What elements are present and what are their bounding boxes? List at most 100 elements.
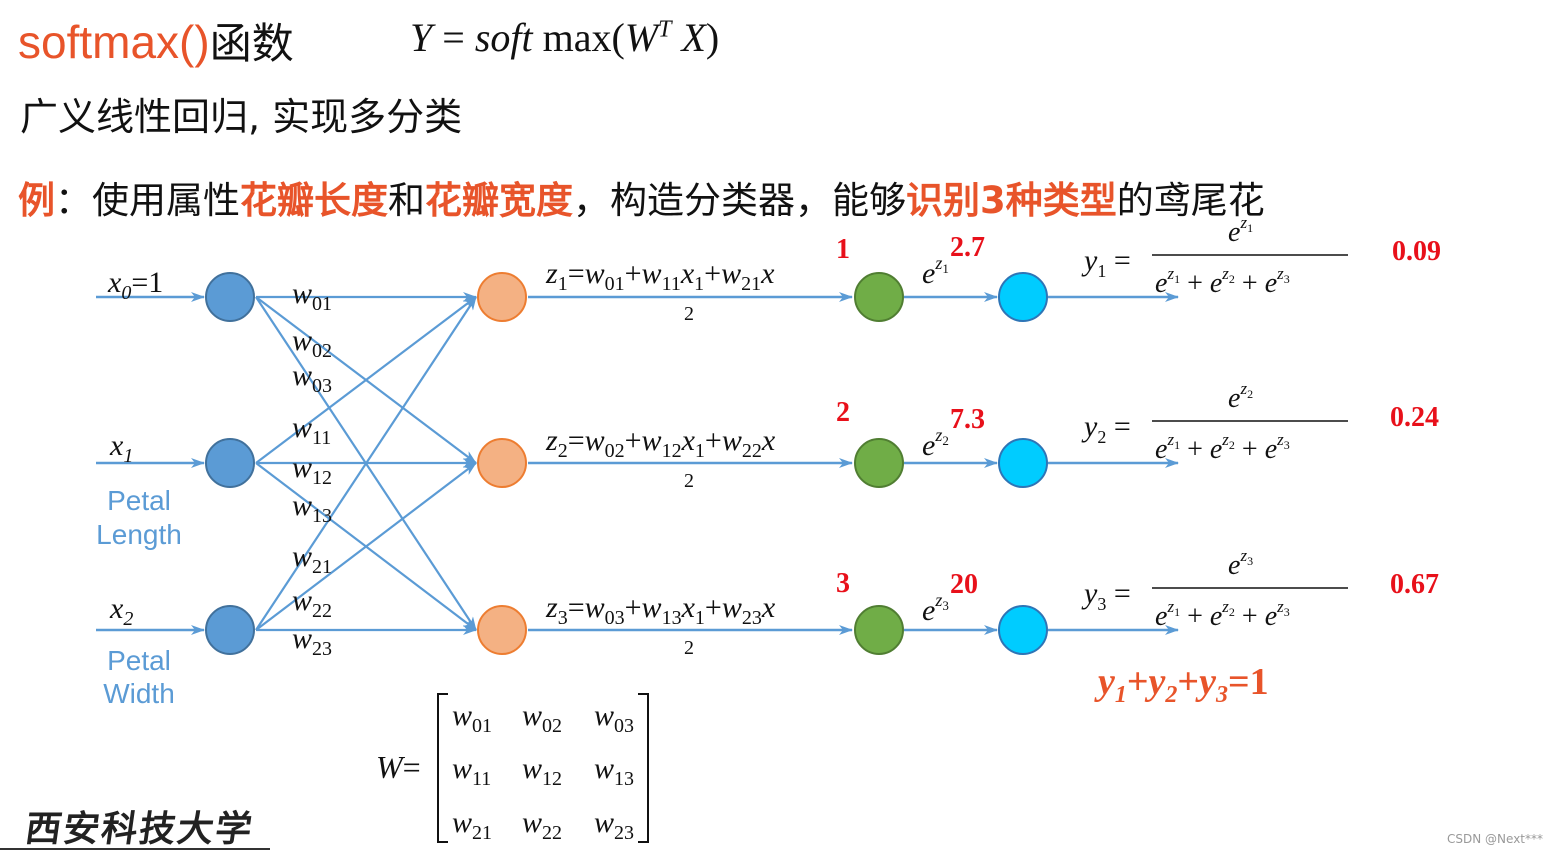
output-numerator-3: ez3: [1228, 546, 1253, 581]
output-nodes: [998, 272, 1048, 655]
feature-petal-length-2: Length: [96, 519, 182, 550]
title-formula: Y = soft max(WT X): [410, 14, 719, 61]
exp-value-3: 20: [950, 569, 978, 600]
z-value-1: 1: [836, 234, 850, 265]
page-title: softmax()函数: [18, 10, 294, 71]
exp-label-1: ez1: [922, 253, 949, 290]
matrix-cell-w11: w11: [452, 752, 491, 790]
title-softmax: softmax(): [18, 16, 210, 68]
feature-petal-width-2: Width: [103, 678, 175, 709]
output-lhs-1: y1 =: [1081, 244, 1131, 281]
feature-labels: Petal Length Petal Width: [96, 485, 182, 709]
forward-arrows: [528, 292, 1179, 635]
label-x2: x2: [109, 592, 133, 630]
input-nodes: [205, 272, 255, 655]
title-cn: 函数: [209, 19, 294, 68]
example-mid: ，构造分类器，能够: [573, 179, 906, 222]
university-logo: 西安科技大学: [22, 808, 257, 850]
edge-w11: [255, 296, 477, 464]
hidden-node-z2: [477, 438, 527, 488]
edge-w22: [255, 462, 477, 631]
formula-x: X: [671, 15, 706, 60]
weight-label-w23: w23: [292, 622, 332, 660]
formula-lhs: Y: [410, 15, 433, 60]
example-prefix: 例: [18, 179, 55, 222]
output-node-2: [998, 438, 1048, 488]
z-formula-1: z1=w01+w11x1+w21x: [545, 257, 775, 295]
logo-underline: [0, 848, 270, 850]
probability-1: 0.09: [1392, 236, 1441, 267]
input-node-x0: [205, 272, 255, 322]
z-formula-3-x2-sub: 2: [684, 637, 694, 659]
exp-node-2: [854, 438, 904, 488]
weight-label-w22: w22: [292, 584, 332, 622]
output-numerator-2: ez2: [1228, 379, 1253, 414]
matrix-cell-w22: w22: [522, 806, 562, 844]
output-lhs-3: y3 =: [1081, 577, 1131, 614]
example-suffix: 的鸢尾花: [1116, 179, 1265, 222]
subtitle: 广义线性回归, 实现多分类: [20, 95, 463, 139]
output-node-3: [998, 605, 1048, 655]
edge-w21: [255, 296, 477, 631]
input-labels: x0=1 x1 x2: [107, 266, 163, 630]
weight-matrix: W= w01 w02 w03 w11 w12 w13 w21 w22 w23: [376, 693, 649, 844]
matrix-brackets: [437, 693, 649, 843]
z-value-2: 2: [836, 397, 850, 428]
z-formula-2: z2=w02+w12x1+w22x: [545, 424, 776, 462]
example-and: 和: [388, 179, 425, 222]
weight-label-w13: w13: [292, 489, 332, 527]
weight-label-w02: w02: [292, 324, 332, 362]
matrix-cell-w03: w03: [594, 699, 634, 737]
output-denominator-2: ez1 + ez2 + ez3: [1155, 430, 1290, 465]
z-value-3: 3: [836, 568, 850, 599]
weight-connections: [255, 292, 477, 635]
input-node-x1: [205, 438, 255, 488]
exp-value-1: 2.7: [950, 232, 985, 263]
outputs: y1 = ez1 ez1 + ez2 + ez3 0.09 y2 = ez2 ez1 + e…: [1081, 213, 1441, 632]
hidden-nodes: [477, 272, 527, 655]
z-formula-3: z3=w03+w13x1+w23x: [545, 591, 776, 629]
z-formula-2-x2-sub: 2: [684, 470, 694, 492]
output-denominator-1: ez1 + ez2 + ez3: [1155, 264, 1290, 299]
formula-w: W: [624, 15, 659, 60]
exp-label-3: ez3: [922, 590, 949, 627]
hidden-node-z3: [477, 605, 527, 655]
label-x1: x1: [109, 429, 133, 467]
weight-label-w01: w01: [292, 277, 332, 315]
matrix-cell-w13: w13: [594, 752, 634, 790]
hidden-node-z1: [477, 272, 527, 322]
weight-label-w11: w11: [292, 411, 331, 449]
matrix-cell-w23: w23: [594, 806, 634, 844]
sum-equation: y1+y2+y3=1: [1094, 661, 1269, 708]
feature-petal-width-1: Petal: [107, 645, 171, 676]
example-text: 例：使用属性花瓣长度和花瓣宽度，构造分类器，能够识别3种类型的鸢尾花: [18, 170, 1265, 224]
formula-max: max(: [532, 15, 625, 60]
weight-label-w21: w21: [292, 540, 332, 578]
probability-3: 0.67: [1390, 569, 1439, 600]
exp-label-2: ez2: [922, 425, 949, 462]
output-numerator-1: ez1: [1228, 213, 1253, 248]
output-denominator-3: ez1 + ez2 + ez3: [1155, 597, 1290, 632]
feature-petal-length-1: Petal: [107, 485, 171, 516]
formula-close: ): [705, 15, 720, 60]
formula-soft: soft: [474, 15, 533, 60]
matrix-label: W=: [376, 749, 421, 785]
matrix-cell-w02: w02: [522, 699, 562, 737]
label-x0: x0=1: [107, 266, 163, 304]
exp-node-1: [854, 272, 904, 322]
matrix-cell-w21: w21: [452, 806, 492, 844]
exp-node-3: [854, 605, 904, 655]
matrix-cell-w12: w12: [522, 752, 562, 790]
weight-label-w03: w03: [292, 359, 332, 397]
weight-label-w12: w12: [292, 451, 332, 489]
probability-2: 0.24: [1390, 402, 1439, 433]
output-lhs-2: y2 =: [1081, 410, 1131, 447]
output-node-1: [998, 272, 1048, 322]
matrix-cell-w01: w01: [452, 699, 492, 737]
example-highlight-1: 花瓣长度: [240, 179, 388, 222]
exp-value-2: 7.3: [950, 404, 985, 435]
example-highlight-2: 花瓣宽度: [425, 179, 573, 222]
